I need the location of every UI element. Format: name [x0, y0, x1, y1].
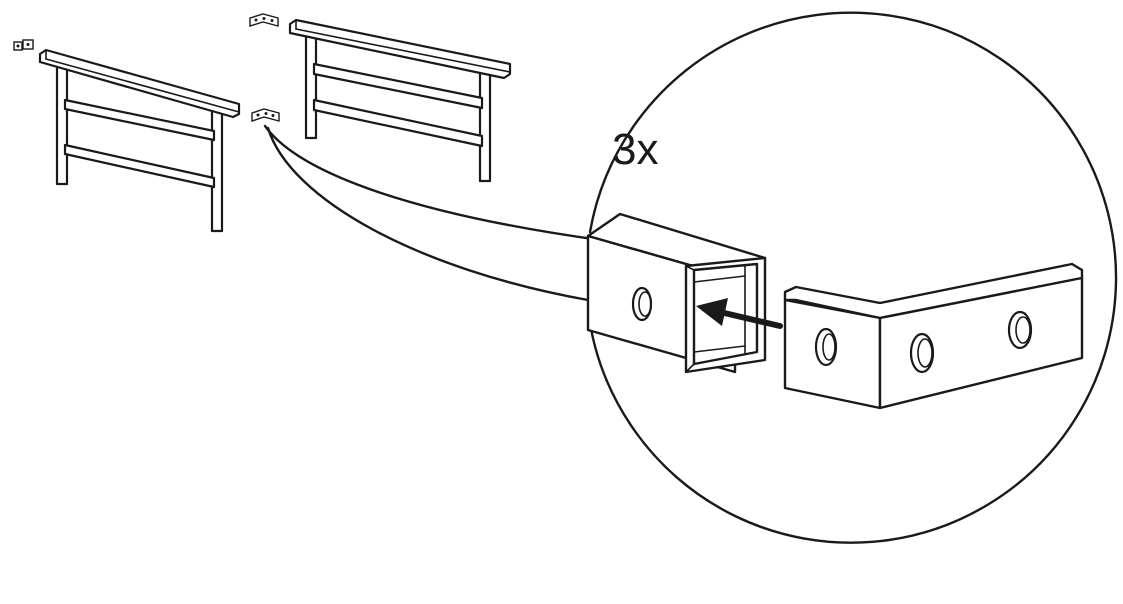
left-frame-rail-upper	[63, 98, 216, 142]
left-frame-right-post	[210, 108, 224, 233]
small-bracket-icon	[13, 39, 34, 51]
left-railing-frame-icon	[38, 48, 241, 233]
detail-zoom-circle	[586, 11, 1118, 544]
bracket-hole-2	[909, 332, 935, 374]
small-bracket-icon-top	[249, 13, 279, 27]
small-bracket-icon-bottom	[251, 108, 280, 122]
bracket-hole-3	[1007, 310, 1033, 350]
right-frame-rail-upper	[312, 62, 484, 110]
right-frame-rail-lower	[312, 98, 484, 148]
right-frame-left-post	[304, 26, 318, 140]
zoom-callout-lines	[263, 124, 602, 302]
corner-bracket-icon	[783, 262, 1084, 410]
bracket-hole-1	[814, 327, 838, 367]
quantity-label: 3x	[612, 125, 659, 174]
left-frame-left-post	[55, 60, 69, 186]
tube-end-detail	[586, 212, 767, 374]
insert-arrow-icon	[696, 298, 783, 329]
left-frame-rail-lower	[63, 143, 216, 189]
right-railing-frame-icon	[288, 18, 512, 183]
right-frame-right-post	[478, 68, 492, 183]
